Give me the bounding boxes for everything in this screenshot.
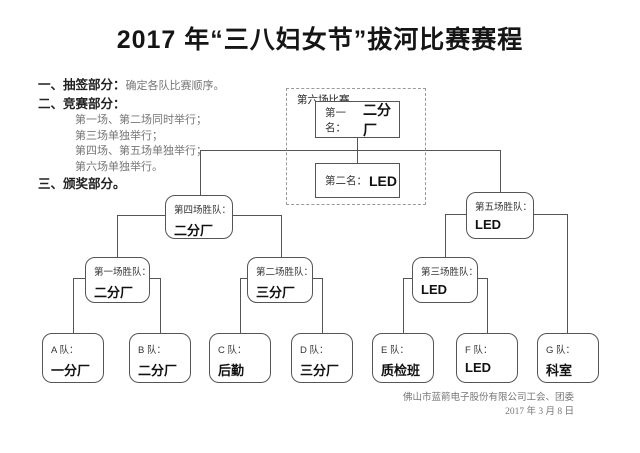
connector-line bbox=[357, 138, 358, 165]
first-place-label: 第一名： bbox=[325, 106, 346, 134]
winner-team: 二分厂 bbox=[174, 223, 214, 238]
first-place-box: 第一名： 二分厂 bbox=[315, 101, 400, 138]
connector-line bbox=[281, 215, 282, 257]
team-label: A 队： bbox=[51, 345, 79, 356]
second-place-team: LED bbox=[369, 172, 397, 189]
second-place-label: 第二名： bbox=[325, 175, 367, 187]
team-label: E 队： bbox=[381, 345, 409, 356]
semifinal-winner-box: 第五场胜队： LED bbox=[466, 192, 534, 239]
note-draw-desc: 确定各队比赛顺序。 bbox=[125, 80, 225, 92]
note-sub-line: 第三场单独举行； bbox=[75, 129, 163, 142]
semifinal-winner-box: 第四场胜队： 二分厂 bbox=[165, 195, 233, 239]
team-name: 质检班 bbox=[381, 363, 421, 378]
connector-line bbox=[240, 278, 247, 279]
team-box: E 队： 质检班 bbox=[372, 333, 434, 383]
note-item-draw: 一、抽签部分：确定各队比赛顺序。 bbox=[38, 76, 298, 95]
team-box: A 队： 一分厂 bbox=[42, 333, 104, 383]
team-name: 一分厂 bbox=[51, 363, 91, 378]
connector-line bbox=[200, 150, 500, 151]
note-item-competition: 二、竞赛部分： bbox=[38, 97, 126, 111]
note-draw-head: 一、抽签部分： bbox=[38, 78, 126, 92]
team-box: B 队： 二分厂 bbox=[129, 333, 191, 383]
connector-line bbox=[403, 278, 404, 333]
team-name: 科室 bbox=[546, 363, 573, 378]
team-label: C 队： bbox=[218, 345, 247, 356]
winner-team: 二分厂 bbox=[94, 285, 134, 300]
team-box: F 队： LED bbox=[456, 333, 518, 383]
notes-list: 一、抽签部分：确定各队比赛顺序。 二、竞赛部分： 第一场、第二场同时举行； 第三… bbox=[38, 76, 298, 193]
organizer-text: 佛山市蓝箭电子股份有限公司工会、团委 bbox=[402, 393, 574, 403]
team-label: D 队： bbox=[300, 345, 329, 356]
date-text: 2017 年 3 月 8 日 bbox=[505, 407, 574, 417]
match-label: 第四场胜队： bbox=[174, 205, 232, 216]
team-label: G 队： bbox=[546, 345, 576, 356]
connector-line bbox=[322, 278, 323, 333]
team-name: LED bbox=[465, 360, 491, 375]
team-box: D 队： 三分厂 bbox=[291, 333, 353, 383]
second-place-box: 第二名：LED bbox=[315, 163, 400, 198]
round1-winner-box: 第一场胜队： 二分厂 bbox=[85, 257, 152, 303]
winner-team: LED bbox=[475, 217, 501, 232]
page-title: 2017 年“三八妇女节”拔河比赛赛程 bbox=[116, 26, 524, 54]
connector-line bbox=[445, 214, 446, 257]
connector-line bbox=[233, 215, 281, 216]
connector-line bbox=[73, 278, 74, 333]
team-name: 二分厂 bbox=[138, 363, 178, 378]
connector-line bbox=[160, 278, 161, 333]
match-label: 第二场胜队： bbox=[256, 267, 314, 278]
match-label: 第三场胜队： bbox=[421, 267, 479, 278]
connector-line bbox=[478, 278, 487, 279]
first-place-team: 二分厂 bbox=[363, 101, 391, 138]
team-name: 后勤 bbox=[218, 363, 245, 378]
note-sub-line: 第四场、第五场单独举行； bbox=[75, 145, 207, 157]
team-box: C 队： 后勤 bbox=[209, 333, 271, 383]
connector-line bbox=[117, 215, 165, 216]
connector-line bbox=[567, 214, 568, 333]
connector-line bbox=[534, 214, 567, 215]
connector-line bbox=[240, 278, 241, 333]
note-sub-line: 第六场单独举行。 bbox=[75, 160, 163, 173]
round1-winner-box: 第二场胜队： 三分厂 bbox=[247, 257, 313, 303]
team-label: B 队： bbox=[138, 345, 166, 356]
connector-line bbox=[445, 214, 466, 215]
connector-line bbox=[150, 278, 160, 279]
footer-credit: 佛山市蓝箭电子股份有限公司工会、团委 2017 年 3 月 8 日 bbox=[403, 391, 574, 419]
team-name: 三分厂 bbox=[300, 363, 340, 378]
winner-team: LED bbox=[421, 282, 447, 297]
connector-line bbox=[313, 278, 322, 279]
match-label: 第五场胜队： bbox=[475, 202, 533, 213]
connector-line bbox=[73, 278, 85, 279]
connector-line bbox=[200, 150, 201, 195]
round1-winner-box: 第三场胜队： LED bbox=[412, 257, 478, 303]
connector-line bbox=[487, 278, 488, 333]
note-item-award: 三、颁奖部分。 bbox=[38, 177, 126, 191]
connector-line bbox=[403, 278, 412, 279]
team-box: G 队： 科室 bbox=[537, 333, 599, 383]
team-label: F 队： bbox=[465, 345, 493, 356]
winner-team: 三分厂 bbox=[256, 285, 296, 300]
match-label: 第一场胜队： bbox=[94, 267, 152, 278]
note-sub-line: 第一场、第二场同时举行； bbox=[75, 114, 207, 126]
connector-line bbox=[500, 150, 501, 192]
connector-line bbox=[117, 215, 118, 257]
